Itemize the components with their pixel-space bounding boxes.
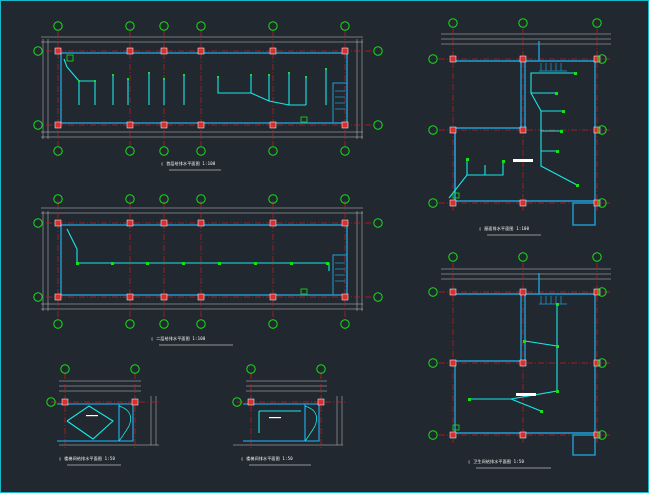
sheet-caption: ▯ 二层给排水平面图 1:100	[151, 336, 206, 341]
plan-4-caption: ▯ 楼梯间给排水平面图 1:50	[59, 456, 121, 466]
sheet-caption: ▯ 楼梯间排水平面图 1:50	[241, 456, 293, 461]
plan-3-caption: ▯ 屋面排水平面图 1:100	[479, 226, 541, 236]
plan-5-caption: ▯ 楼梯间排水平面图 1:50	[241, 456, 311, 466]
plan-6-caption: ▯ 卫生间给排水平面图 1:50	[468, 459, 551, 469]
sheet-caption: ▯ 楼梯间给排水平面图 1:50	[59, 456, 116, 461]
plan-6-drawing	[428, 252, 611, 456]
plan-4-drawing	[46, 364, 161, 449]
plan-2-caption: ▯ 二层给排水平面图 1:100	[151, 336, 233, 346]
sheet-caption: ▯ 卫生间给排水平面图 1:50	[468, 459, 525, 464]
sheet-caption: ▯ 屋面排水平面图 1:100	[479, 226, 530, 231]
plan-1-caption: ▯ 首层给排水平面图 1:100	[161, 161, 221, 171]
plan-5-drawing	[232, 364, 347, 449]
plan-1-drawing	[33, 21, 383, 156]
plan-3-drawing	[428, 18, 611, 226]
sheet-caption: ▯ 首层给排水平面图 1:100	[161, 161, 216, 166]
plan-2-drawing	[33, 194, 383, 329]
